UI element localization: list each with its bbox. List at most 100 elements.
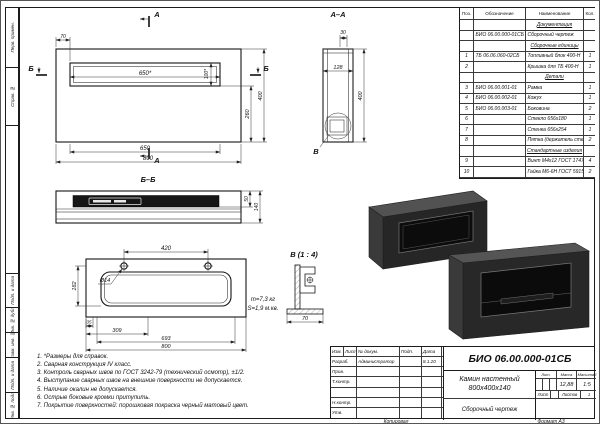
detail-b-letter: В bbox=[313, 147, 319, 156]
spec-section-row: Стандартные изделия bbox=[460, 146, 595, 157]
dim-260: 260 bbox=[220, 85, 254, 143]
dim-650: 650 bbox=[69, 144, 221, 154]
tb-role-row: Утв. bbox=[331, 407, 443, 418]
section-mark-b-left: Б bbox=[28, 64, 34, 73]
section-aa-view: А–А 30 128 400 bbox=[313, 10, 367, 156]
title-block: Изм. Лист № докум. Подп. Дата Разраб. Ад… bbox=[330, 346, 596, 420]
margin-cell: Подп. и дата bbox=[6, 358, 18, 393]
spec-header-qty: Кол. bbox=[585, 11, 595, 16]
dim-label-140: 140 bbox=[254, 203, 260, 212]
detail-b-callout: В bbox=[313, 112, 352, 156]
dim-label-400: 400 bbox=[258, 90, 264, 100]
title-block-signatures: Изм. Лист № докум. Подп. Дата Разраб. Ад… bbox=[331, 347, 443, 418]
lit-mass-scale-block: Лит. Масса Масштаб 12,88 1:5 Лист Листов… bbox=[535, 371, 596, 420]
iso-view-secondary bbox=[448, 242, 590, 340]
margin-cell: Справ. № bbox=[6, 68, 18, 126]
scale-value: 1:5 bbox=[583, 381, 591, 388]
margin-cell: Перв. примен. bbox=[6, 8, 18, 68]
note-line: 4. Выступание сварных швов на внешние по… bbox=[37, 378, 243, 385]
dim-800-bottom: 800 bbox=[85, 317, 247, 352]
product-name: Камин настенный 800х400х140 bbox=[443, 371, 535, 398]
section-aa-title: А–А bbox=[329, 10, 345, 19]
specification-table: Поз. Обозначение Наименование Кол. Докум… bbox=[459, 7, 595, 179]
dim-693: 693 bbox=[96, 317, 236, 344]
dim-128: 128 bbox=[322, 65, 354, 73]
spec-header-name: Наименование bbox=[526, 8, 584, 19]
dim-140: 140 bbox=[241, 190, 263, 224]
tb-role-row: Разраб. Администратор 8.1.20 bbox=[331, 357, 443, 368]
detail-b-view: В (1 : 4) 70 m=7,3 кг S=1,9 м.кв. bbox=[248, 250, 324, 324]
dim-420: 420 bbox=[123, 246, 209, 262]
sheet-frame bbox=[19, 7, 595, 419]
section-mark-b-right: Б bbox=[263, 64, 269, 73]
dim-800: 800 bbox=[55, 144, 242, 164]
dim-label-800-bottom: 800 bbox=[161, 344, 171, 350]
dim-label-693: 693 bbox=[161, 336, 171, 342]
spec-header-desig: Обозначение bbox=[474, 8, 526, 19]
dim-label-800: 800 bbox=[143, 156, 154, 162]
dim-400: 400 bbox=[241, 48, 267, 143]
dim-label-35: 35 bbox=[86, 320, 92, 325]
spec-header-row: Поз. Обозначение Наименование Кол. bbox=[460, 8, 595, 20]
dim-label-400-aa: 400 bbox=[358, 90, 364, 100]
dim-400-aa: 400 bbox=[353, 48, 367, 143]
tb-role-row: Пров. bbox=[331, 367, 443, 378]
dim-label-100s: 100* bbox=[204, 68, 210, 79]
dim-50: 50 bbox=[219, 190, 253, 208]
developer-name: Администратор bbox=[357, 357, 400, 367]
front-view: А А Б Б 70 650 bbox=[28, 10, 269, 165]
section-bb-view: Б–Б 50 140 bbox=[55, 175, 263, 224]
dim-100-ref: 100* bbox=[204, 62, 213, 87]
detail-b-title: В (1 : 4) bbox=[290, 250, 318, 259]
dim-182: 182 bbox=[72, 265, 101, 307]
note-line: 7. Покрытие поверхностей: порошковая пок… bbox=[37, 402, 249, 409]
dim-label-dia14: Ø14 bbox=[99, 278, 110, 284]
dim-label-420: 420 bbox=[161, 246, 172, 252]
organization-cell bbox=[536, 399, 596, 420]
iso-view-primary bbox=[368, 190, 488, 270]
spec-header-pos: Поз. bbox=[460, 8, 474, 19]
spec-section-row: Сборочные единицы bbox=[460, 41, 595, 52]
tb-role-row: Т.контр. bbox=[331, 377, 443, 388]
note-line: 6. Острые боковые кромки притупить. bbox=[37, 394, 151, 401]
dim-label-260: 260 bbox=[245, 108, 251, 119]
tb-role-row: Н.контр. bbox=[331, 397, 443, 408]
section-mark-a-top: А bbox=[153, 10, 159, 19]
burner-label-plate bbox=[88, 197, 142, 205]
mass-value: 12,88 bbox=[557, 379, 577, 390]
mass-note: m=7,3 кг bbox=[251, 297, 275, 303]
tb-role-row bbox=[331, 387, 443, 398]
dim-70: 70 bbox=[55, 34, 71, 61]
dim-label-650: 650 bbox=[140, 146, 151, 152]
burner-slot bbox=[500, 292, 554, 305]
note-line: 5. Наличие окалин не допускается. bbox=[37, 386, 138, 393]
area-note: S=1,9 м.кв. bbox=[248, 306, 279, 312]
developer-date: 8.1.20 bbox=[422, 357, 442, 367]
format-label: Формат А3 bbox=[537, 419, 565, 424]
document-type: Сборочный чертеж bbox=[443, 398, 535, 420]
margin-cell: Подп. и дата bbox=[6, 273, 18, 308]
margin-cell: Взам. инв. № bbox=[6, 333, 18, 358]
dim-35: 35 bbox=[85, 317, 94, 328]
tb-header-row: Изм. Лист № докум. Подп. Дата bbox=[331, 347, 443, 358]
sheets-value: 1 bbox=[587, 392, 591, 397]
note-line: 2. Сварная конструкция IV класс. bbox=[37, 362, 132, 369]
spec-section-row: Документация bbox=[460, 20, 595, 31]
dim-label-50: 50 bbox=[244, 196, 250, 202]
document-number: БИО 06.00.000-01СБ bbox=[443, 347, 596, 371]
dim-label-70: 70 bbox=[60, 34, 66, 40]
dim-label-182: 182 bbox=[72, 281, 78, 290]
dim-70-detail: 70 bbox=[286, 314, 324, 324]
dim-label-30: 30 bbox=[340, 30, 346, 36]
